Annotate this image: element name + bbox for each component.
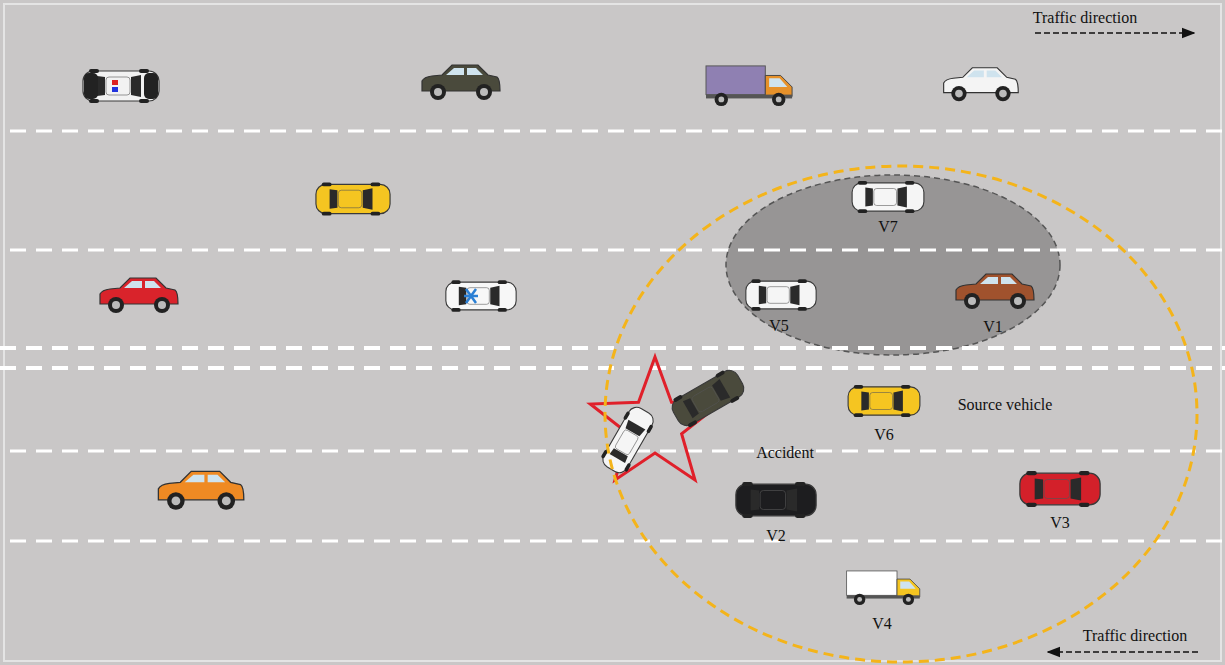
vehicle-v4 — [847, 571, 920, 605]
vehicle-label: V3 — [1050, 514, 1070, 532]
direction-arrow — [1048, 651, 1198, 653]
vehicle-label: V1 — [983, 318, 1003, 336]
vehicle-label: V5 — [769, 317, 789, 335]
taxi — [316, 182, 390, 215]
direction-label: Traffic direction — [1083, 627, 1187, 645]
beetle-car — [158, 471, 243, 509]
vehicle-v2 — [736, 482, 816, 518]
crashed-car — [598, 403, 658, 477]
lane-markings — [0, 131, 1225, 541]
ambulance-cross — [464, 289, 478, 303]
communication-range — [605, 166, 1197, 662]
white-car — [944, 68, 1019, 101]
police-light — [112, 87, 118, 92]
police-car-trim — [84, 73, 98, 99]
vehicle-label: V7 — [878, 218, 898, 236]
event-label: Accident — [756, 444, 814, 462]
vehicle-label: V6 — [874, 426, 894, 444]
vehicle-v3 — [1020, 471, 1100, 507]
police-car-trim — [144, 73, 158, 99]
neighbour-cluster — [726, 175, 1060, 355]
vehicle-label: V2 — [766, 527, 786, 545]
vehicle-v7 — [852, 181, 924, 213]
crashed-jeep — [668, 365, 749, 431]
direction-label: Traffic direction — [1033, 9, 1137, 27]
police-car — [83, 69, 159, 103]
jeep — [422, 65, 500, 100]
vehicle-v1 — [956, 274, 1034, 309]
vehicle-v6 — [848, 385, 920, 417]
road-edge — [4, 4, 1221, 661]
direction-arrow — [1035, 32, 1194, 34]
police-light — [112, 80, 118, 85]
truck — [706, 66, 792, 106]
vehicle-role-label: Source vehicle — [958, 396, 1053, 414]
red-car — [100, 278, 178, 313]
vehicle-v5 — [746, 279, 816, 310]
ambulance — [446, 280, 516, 311]
vehicle-label: V4 — [872, 615, 892, 633]
